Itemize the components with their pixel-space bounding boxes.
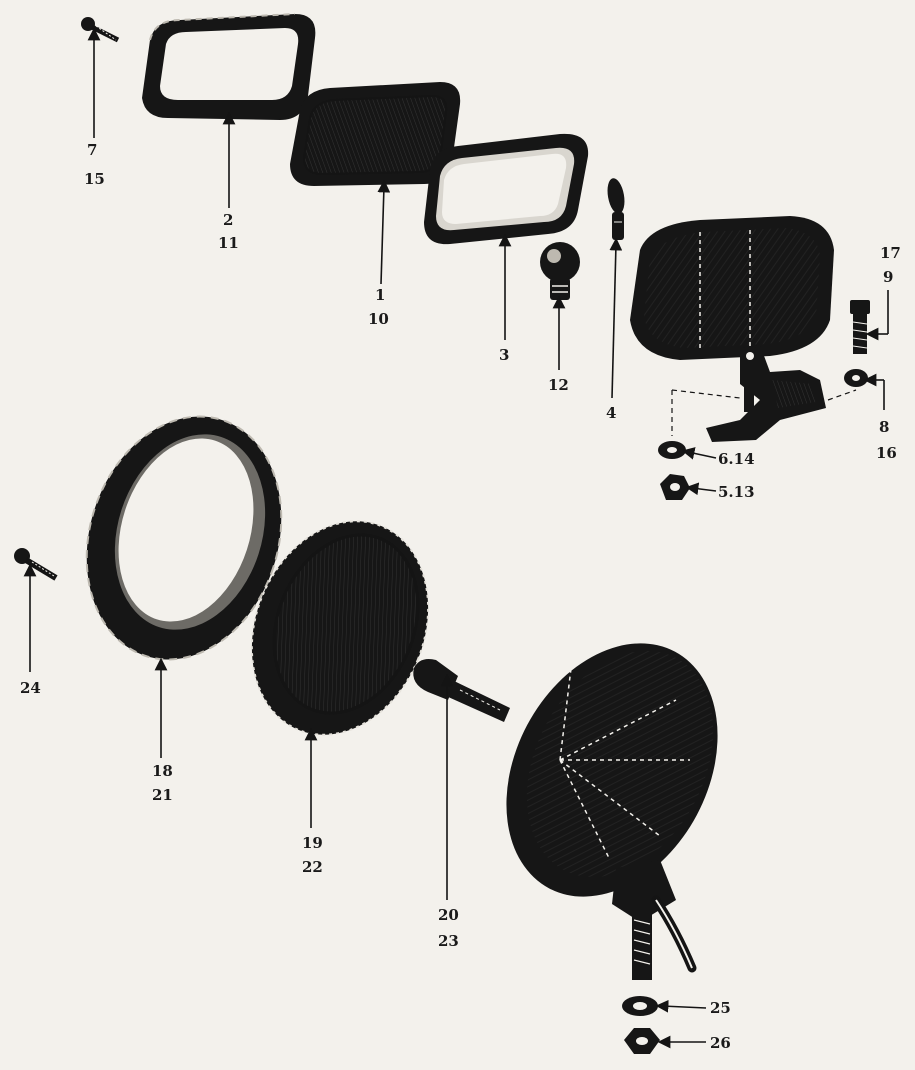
callout-label: 18: [152, 762, 173, 780]
callout-label: 15: [84, 170, 105, 188]
callout-2-11: 2 11: [218, 211, 239, 252]
callout-label: 17: [880, 244, 901, 262]
small-screw: [81, 17, 120, 43]
callout-19-22: 19 22: [302, 834, 323, 876]
round-rim: [85, 415, 283, 661]
callout-label: 10: [368, 310, 389, 328]
rear-lamp-housing: [630, 216, 834, 442]
callout-8-16: 8 16: [876, 418, 897, 462]
callout-20-23: 20 23: [438, 906, 459, 950]
callout-label: 16: [876, 444, 897, 462]
callout-label: 6.14: [718, 450, 755, 468]
rectangular-lens: [290, 82, 461, 186]
callout-label: 22: [302, 858, 323, 876]
callout-label: 19: [302, 834, 323, 852]
callout-12: 12: [548, 376, 569, 394]
callout-label: 5.13: [718, 483, 755, 501]
callout-6-14: 6.14: [718, 450, 755, 468]
callout-label: 9: [883, 268, 893, 286]
round-lens: [250, 520, 430, 736]
callout-label: 1: [375, 286, 385, 304]
large-screw: [14, 548, 58, 581]
callout-3: 3: [499, 346, 509, 364]
flat-washer: [658, 441, 686, 459]
callout-label: 20: [438, 906, 459, 924]
callout-24: 24: [20, 679, 41, 697]
callout-4: 4: [606, 404, 616, 422]
callout-18-21: 18 21: [152, 762, 173, 804]
rectangular-rim: [142, 13, 316, 120]
washer-bottom: [622, 996, 658, 1016]
leader-lines: [23, 27, 889, 1049]
rectangular-gasket: [424, 133, 589, 245]
callout-1-10: 1 10: [368, 286, 389, 328]
hex-bolt: [850, 300, 870, 354]
callout-label: 7: [87, 141, 97, 159]
callout-5-13: 5.13: [718, 483, 755, 501]
callout-7-15: 7 15: [84, 141, 105, 188]
small-bulb: [607, 178, 625, 240]
callout-label: 24: [20, 679, 41, 697]
round-lamp-housing: [506, 643, 718, 980]
lock-washer-right: [844, 369, 868, 387]
callout-label: 25: [710, 999, 731, 1017]
callout-25: 25: [710, 999, 731, 1017]
callout-label: 8: [879, 418, 889, 436]
callout-26: 26: [710, 1034, 731, 1052]
callout-label: 2: [223, 211, 233, 229]
callout-label: 12: [548, 376, 569, 394]
callout-label: 26: [710, 1034, 731, 1052]
dashed-guide-lines: [671, 389, 857, 436]
round-bulb: [540, 242, 580, 300]
callout-label: 23: [438, 932, 459, 950]
bulb-socket: [413, 659, 510, 722]
callout-label: 11: [218, 234, 239, 252]
nut-bottom: [624, 1028, 660, 1054]
callout-label: 4: [606, 404, 616, 422]
callout-label: 21: [152, 786, 173, 804]
callout-label: 3: [499, 346, 509, 364]
hex-nut: [660, 474, 690, 500]
callout-17-9: 17 9: [880, 244, 901, 286]
